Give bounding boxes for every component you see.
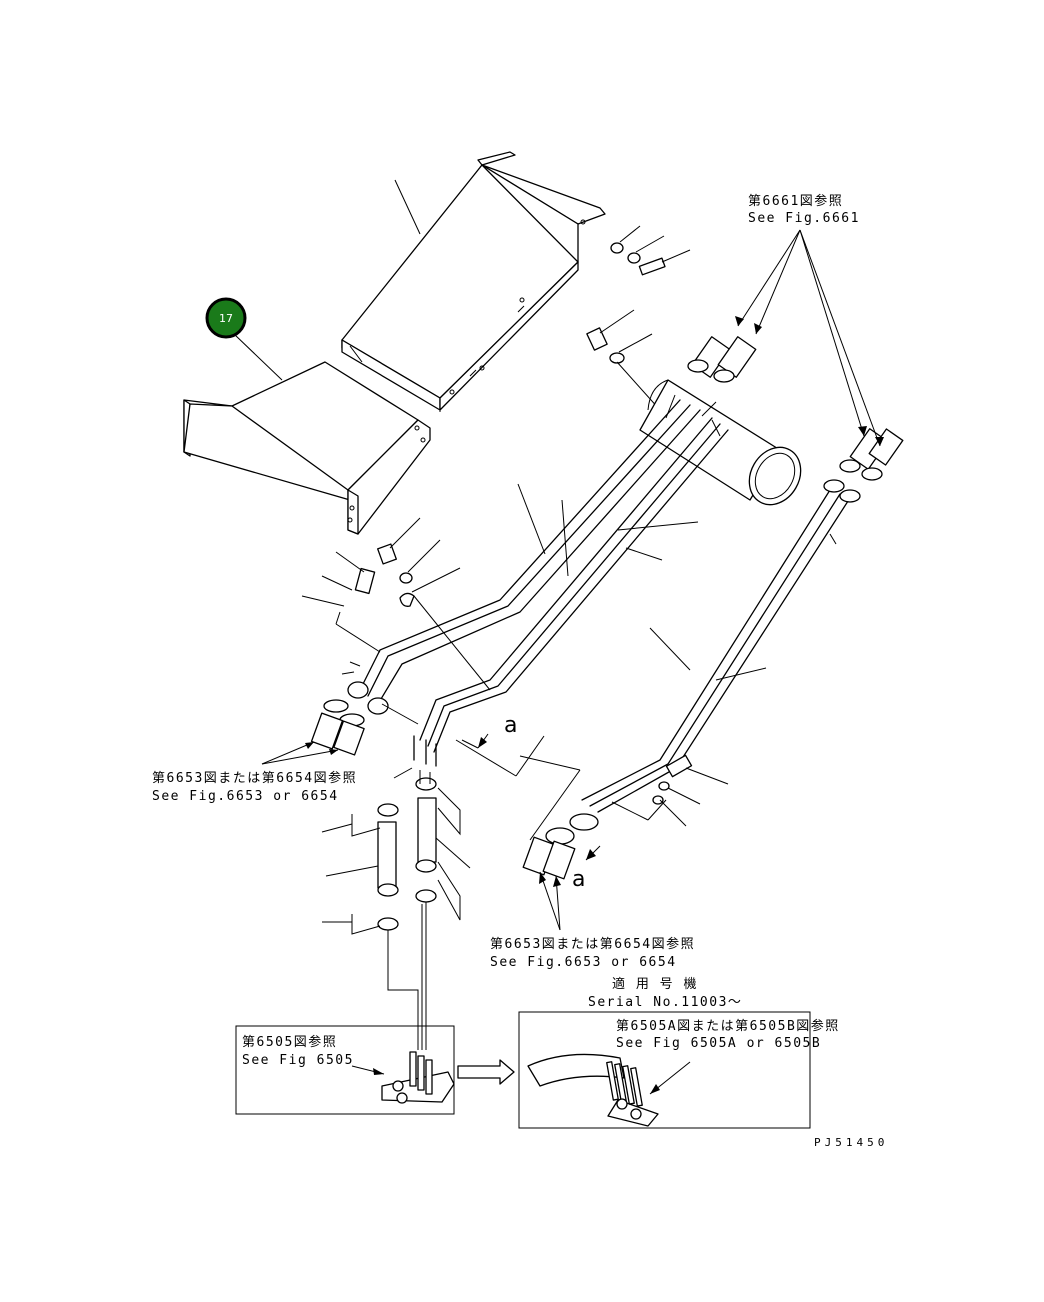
tank-cylinder: [639, 379, 802, 506]
flange-set-lower-left: [310, 611, 419, 756]
ref-fig6661: 第6661図参照 See Fig.6661: [748, 193, 860, 226]
transition-arrow-icon: [457, 1059, 515, 1085]
ref-fig6505: 第6505図参照 See Fig 6505: [242, 1034, 354, 1068]
vertical-hoses: [321, 767, 471, 1050]
ref-fig6505ab-en: See Fig 6505A or 6505B: [616, 1036, 821, 1051]
bolt-set-lower: [301, 517, 491, 691]
fig6661-leaders: [735, 229, 884, 447]
flange-set-lower-right: [519, 755, 601, 880]
item-a-label-right: a: [572, 867, 585, 892]
fig6653-right-leaders: [539, 871, 561, 931]
callout-17-badge[interactable]: 17: [205, 297, 247, 339]
item-a-label-left: a: [504, 713, 517, 738]
box-fig6505ab: [518, 1011, 811, 1129]
flange-set-upper-right: [687, 336, 904, 481]
ref-fig6505-jp: 第6505図参照: [242, 1034, 337, 1050]
ref-fig6653-left-jp: 第6653図または第6654図参照: [152, 770, 357, 786]
ref-fig6653-right-en: See Fig.6653 or 6654: [490, 955, 677, 970]
tube-bundle-upper: [359, 394, 729, 767]
upper-cover-plate: [341, 151, 606, 412]
ref-fig6653-left: 第6653図または第6654図参照 See Fig.6653 or 6654: [152, 770, 357, 804]
item-a-left: a: [455, 713, 545, 777]
lower-cover-plate: [183, 333, 431, 535]
bolt-set-upper: [586, 225, 691, 411]
box-fig6505: [235, 1025, 455, 1115]
ref-fig6505ab-jp: 第6505A図または第6505B図参照: [616, 1018, 840, 1034]
drawing-number: PJ51450: [814, 1136, 888, 1149]
fig6653-left-leaders: [261, 741, 339, 765]
ref-serial: 適 用 号 機 Serial No.11003～: [588, 976, 742, 1010]
ref-fig6505-en: See Fig 6505: [242, 1053, 354, 1068]
serial-jp: 適 用 号 機: [612, 976, 698, 992]
callout-17-label: 17: [219, 312, 233, 325]
ref-fig6661-en: See Fig.6661: [748, 211, 860, 226]
ref-fig6653-left-en: See Fig.6653 or 6654: [152, 789, 339, 804]
bolt-set-lower-right: [611, 754, 729, 827]
ref-fig6653-right-jp: 第6653図または第6654図参照: [490, 936, 695, 952]
serial-en: Serial No.11003～: [588, 995, 742, 1010]
ref-fig6661-jp: 第6661図参照: [748, 193, 843, 209]
ref-fig6505ab: 第6505A図または第6505B図参照 See Fig 6505A or 650…: [616, 1018, 840, 1051]
ref-fig6653-right: 第6653図または第6654図参照 See Fig.6653 or 6654: [490, 936, 695, 970]
